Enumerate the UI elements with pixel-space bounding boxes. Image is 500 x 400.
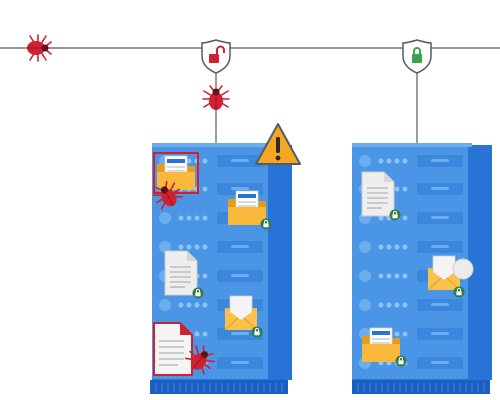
lock-badge-icon — [260, 218, 272, 230]
lock-badge-icon — [251, 326, 263, 338]
document-icon — [361, 171, 395, 217]
shield-lock-icon — [402, 39, 432, 74]
document-icon — [153, 322, 193, 376]
shield-open-lock-icon — [201, 39, 231, 74]
lock-badge-icon — [389, 209, 401, 221]
bug-icon — [202, 85, 230, 111]
folder-icon — [153, 152, 199, 194]
status-circle-icon — [452, 258, 474, 280]
document-icon — [164, 250, 198, 296]
bug-icon — [26, 34, 52, 62]
lock-badge-icon — [192, 287, 204, 299]
lock-badge-icon — [453, 286, 465, 298]
lock-badge-icon — [395, 355, 407, 367]
envelope-icon — [224, 295, 258, 331]
warning-triangle-icon — [255, 123, 301, 165]
